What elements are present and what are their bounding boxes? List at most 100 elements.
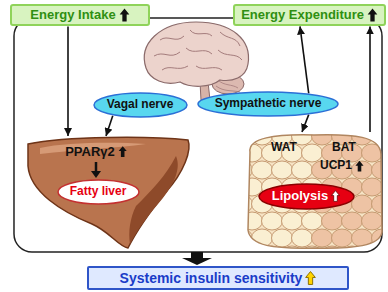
fat-cell — [242, 144, 263, 162]
energy-box: Energy Intake — [10, 4, 150, 27]
fat-cell — [262, 212, 283, 230]
node-label: WAT — [271, 141, 297, 155]
node-label: UCP1 — [320, 159, 352, 173]
fat-cell — [342, 212, 363, 230]
brain-illustration — [144, 22, 248, 100]
fat-cell — [332, 195, 353, 213]
node-label: Vagal nerve — [107, 98, 174, 112]
fat-cell — [322, 212, 343, 230]
up-arrow-icon — [331, 190, 340, 202]
fat-cell — [242, 212, 263, 230]
adipose-ground — [248, 135, 382, 248]
fat-cell — [382, 178, 388, 196]
up-arrow-shape — [332, 191, 340, 202]
text-row: Vagal nerve — [107, 98, 174, 112]
ellipse-shape — [94, 93, 187, 117]
cerebrum — [144, 22, 248, 86]
ellipse-shape — [58, 180, 139, 204]
fat-cell — [322, 178, 343, 196]
text-row: Lipolysis — [272, 189, 340, 204]
fat-cell — [382, 246, 388, 264]
energy-box: Energy Expenditure — [233, 4, 386, 27]
fat-cell — [312, 195, 333, 213]
fat-cell — [382, 144, 388, 162]
fat-cell — [312, 127, 333, 145]
inner-arrow-head — [91, 171, 101, 178]
node-label: Fatty liver — [70, 185, 127, 199]
fat-cell — [232, 127, 253, 145]
text-row: Fatty liver — [70, 185, 127, 199]
fat-cell — [262, 178, 283, 196]
fat-cell — [262, 246, 283, 264]
fat-cell — [302, 144, 323, 162]
connector-arrow — [302, 115, 309, 132]
up-arrow-shape — [306, 272, 316, 285]
fat-cell — [242, 178, 263, 196]
connector-arrow — [67, 26, 69, 136]
liver-shading — [129, 156, 178, 244]
fat-cell — [302, 178, 323, 196]
fat-cell — [312, 229, 333, 247]
node-label: Energy Expenditure — [241, 8, 364, 23]
fatty-liver-ellipse: Fatty liver — [57, 179, 140, 205]
liver-region: Fatty liver PPARγ2 — [26, 136, 192, 250]
text-row: Energy Expenditure — [241, 8, 378, 23]
up-arrow-icon — [367, 8, 378, 22]
connector-arrow — [369, 26, 371, 132]
ellipse-shape — [198, 92, 338, 116]
fat-cell — [242, 246, 263, 264]
text-row: Sympathetic nerve — [215, 97, 322, 111]
up-arrow-shape — [355, 161, 363, 172]
fat-cell — [272, 195, 293, 213]
up-arrow-shape — [118, 147, 126, 158]
outcome-box: Systemic insulin sensitivity — [87, 266, 349, 290]
fat-cell — [362, 178, 383, 196]
text-row: Systemic insulin sensitivity — [120, 270, 317, 286]
fat-cell — [362, 212, 383, 230]
fat-cell — [352, 195, 373, 213]
inner-arrow-shaft — [95, 162, 98, 172]
up-arrow-shape — [119, 9, 129, 22]
text-row: Energy Intake — [30, 8, 129, 23]
body-frame — [14, 18, 382, 252]
fat-cell — [362, 246, 383, 264]
down-arrow — [182, 252, 212, 265]
nerve-ellipse: Vagal nerve — [93, 92, 188, 118]
cerebellum-folds — [216, 80, 240, 92]
lipolysis-ellipse: Lipolysis — [258, 183, 355, 210]
up-arrow-icon — [118, 146, 127, 158]
fat-cell — [292, 229, 313, 247]
fat-cell — [282, 212, 303, 230]
fat-cell — [252, 161, 273, 179]
node-label: Sympathetic nerve — [215, 97, 322, 111]
up-arrow-icon — [305, 271, 316, 285]
down-arrow-head — [182, 258, 212, 265]
fat-cell — [342, 246, 363, 264]
brain-folds — [154, 30, 242, 70]
liver-shape — [28, 137, 189, 248]
fat-cell — [252, 195, 273, 213]
fat-cell — [272, 229, 293, 247]
fat-cell — [342, 178, 363, 196]
up-arrow-icon — [355, 160, 364, 172]
text-row: PPARγ2 — [65, 145, 127, 160]
adipose-outline — [248, 135, 382, 248]
node-label: PPARγ2 — [65, 145, 115, 160]
up-arrow-icon — [119, 8, 130, 22]
fat-cell — [302, 212, 323, 230]
node-label: Systemic insulin sensitivity — [120, 270, 303, 286]
fat-cell — [292, 161, 313, 179]
fat-cell — [292, 195, 313, 213]
connector-arrow — [300, 26, 309, 93]
fat-cell — [352, 161, 373, 179]
fat-cell — [332, 229, 353, 247]
node-label: Energy Intake — [30, 8, 115, 23]
text-row: WAT — [271, 141, 297, 155]
nerve-ellipse: Sympathetic nerve — [197, 91, 339, 117]
adipose-region: Lipolysis WAT BAT UCP1 — [244, 132, 384, 250]
text-row: BAT — [332, 141, 356, 155]
connector-arrow — [106, 116, 113, 136]
fat-cells — [232, 127, 388, 264]
ellipse-shape — [259, 184, 354, 209]
